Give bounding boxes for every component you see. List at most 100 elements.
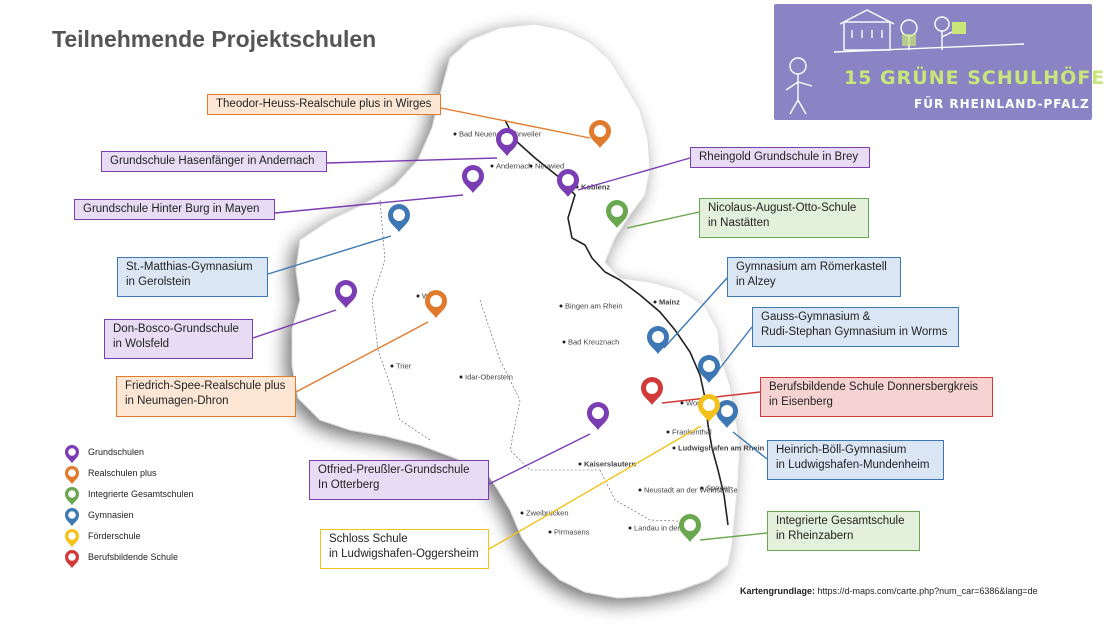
city-label: Worms (686, 399, 710, 408)
school-label-wirges: Theodor-Heuss-Realschule plus in Wirges (207, 94, 441, 115)
page-title: Teilnehmende Projektschulen (52, 26, 377, 52)
school-label-alzey-line2: in Alzey (736, 276, 776, 288)
city-8: Bad Kreuznach (562, 338, 619, 347)
map-pin-wirges-icon[interactable] (589, 120, 611, 148)
school-label-oggersheim: Schloss Schule in Ludwigshafen-Oggershei… (320, 529, 489, 569)
school-label-wirges-line1: Theodor-Heuss-Realschule plus in Wirges (216, 98, 432, 110)
school-label-wolsfeld-line1: Don-Bosco-Grundschule (113, 323, 239, 335)
map-pin-mundenheim-icon[interactable] (716, 400, 738, 428)
city-label: Landau in der Pfalz (634, 524, 699, 533)
school-label-nastaetten-line2: in Nastätten (708, 217, 770, 229)
map-pin-otterberg-icon[interactable] (587, 402, 609, 430)
legend-pin-icon (65, 550, 79, 568)
connector-rheinzabern (699, 532, 768, 541)
city-3: Neuwied (529, 162, 564, 171)
school-label-mundenheim-line1: Heinrich-Böll-Gymnasium (776, 444, 907, 456)
school-label-wolsfeld-line2: in Wolsfeld (113, 338, 170, 350)
school-label-worms: Gauss-Gymnasium & Rudi-Stephan Gymnasium… (752, 307, 959, 347)
city-9: Trier (390, 362, 412, 371)
map-pin-rheinzabern-icon[interactable] (679, 514, 701, 542)
school-label-worms-line1: Gauss-Gymnasium & (761, 311, 871, 323)
school-label-oggersheim-line2: in Ludwigshafen-Oggersheim (329, 548, 479, 560)
school-label-alzey-line1: Gymnasium am Römerkastell (736, 261, 887, 273)
school-label-worms-line2: Rudi-Stephan Gymnasium in Worms (761, 326, 948, 338)
school-label-eisenberg-line1: Berufsbildende Schule Donnersbergkreis (769, 381, 979, 393)
logo-drawing (785, 9, 1025, 115)
city-18: Pirmasens (548, 528, 590, 537)
map-pin-gerolstein-icon[interactable] (388, 204, 410, 232)
map-pin-oggersheim-icon[interactable] (698, 394, 720, 422)
city-label: Trier (396, 362, 412, 371)
legend-label: Gymnasien (88, 510, 134, 520)
school-label-brey-line1: Rheingold Grundschule in Brey (699, 151, 859, 163)
legend-label: Förderschule (88, 531, 141, 541)
map-pin-nastaetten-icon[interactable] (606, 200, 628, 228)
school-label-brey: Rheingold Grundschule in Brey (690, 147, 870, 168)
city-16: Neustadt an der Weinstraße (638, 486, 738, 495)
legend-label: Grundschulen (88, 447, 145, 457)
school-label-gerolstein-line1: St.-Matthias-Gymnasium (126, 261, 253, 273)
school-label-wolsfeld: Don-Bosco-Grundschule in Wolsfeld (104, 319, 253, 359)
state-outline (291, 23, 741, 599)
city-6: Bingen am Rhein (559, 302, 623, 311)
city-2: Andernach (490, 162, 532, 171)
school-label-eisenberg-line2: in Eisenberg (769, 396, 833, 408)
connector-mundenheim (732, 431, 768, 460)
city-12: Frankenthal (666, 428, 712, 437)
project-logo: 15 GRÜNE SCHULHÖFE FÜR RHEINLAND-PFALZ (774, 4, 1104, 120)
legend-label: Berufsbildende Schule (88, 552, 179, 562)
school-label-eisenberg: Berufsbildende Schule Donnersbergkreis i… (760, 377, 993, 417)
city-17: Zweibrücken (520, 509, 569, 518)
connector-oggersheim (488, 425, 702, 550)
city-label: Neustadt an der Weinstraße (644, 486, 738, 495)
school-label-mundenheim: Heinrich-Böll-Gymnasium in Ludwigshafen-… (767, 440, 944, 480)
school-label-neumagen: Friedrich-Spee-Realschule plus in Neumag… (116, 376, 296, 417)
city-label: Andernach (496, 162, 532, 171)
school-label-otterberg-line2: In Otterberg (318, 479, 380, 491)
school-label-alzey: Gymnasium am Römerkastell in Alzey (727, 257, 901, 297)
city-label: Neuwied (535, 162, 564, 171)
city-10: Idar-Oberstein (459, 373, 513, 382)
connector-neumagen (295, 321, 429, 393)
city-label: Bad Kreuznach (568, 338, 619, 347)
city-15: Speyer (700, 484, 730, 493)
city-label: Kaiserslautern (584, 460, 637, 469)
school-label-rheinzabern: Integrierte Gesamtschule in Rheinzabern (767, 511, 920, 551)
city-label: Ludwigshafen am Rhein (678, 444, 765, 453)
city-label: Idar-Oberstein (465, 373, 513, 382)
connector-mayen (274, 194, 464, 214)
connector-andernach (326, 157, 498, 164)
school-label-andernach-line1: Grundschule Hasenfänger in Andernach (110, 155, 315, 167)
school-label-rheinzabern-line1: Integrierte Gesamtschule (776, 515, 905, 527)
map-pin-eisenberg-icon[interactable] (641, 377, 663, 405)
connector-brey (577, 157, 691, 191)
logo-subtitle: FÜR RHEINLAND-PFALZ (914, 97, 1090, 111)
legend-pin-icon (65, 529, 79, 547)
map-pin-worms-icon[interactable] (698, 355, 720, 383)
city-4: Koblenz (575, 183, 610, 192)
school-label-rheinzabern-line2: in Rheinzabern (776, 530, 854, 542)
city-14: Kaiserslautern (578, 460, 637, 469)
school-label-oggersheim-line1: Schloss Schule (329, 533, 408, 545)
connector-layer (252, 107, 768, 550)
school-label-nastaetten-line1: Nicolaus-August-Otto-Schule (708, 202, 857, 214)
legend-pin-icon (65, 445, 79, 463)
connector-nastaetten (626, 211, 700, 229)
map-pin-andernach-icon[interactable] (496, 128, 518, 156)
school-label-nastaetten: Nicolaus-August-Otto-Schule in Nastätten (699, 198, 869, 238)
map-pin-brey-icon[interactable] (557, 169, 579, 197)
legend-label: Realschulen plus (88, 468, 157, 478)
map-pin-neumagen-icon[interactable] (425, 290, 447, 318)
city-label: Koblenz (581, 183, 610, 192)
school-label-neumagen-line2: in Neumagen-Dhron (125, 395, 229, 407)
legend-pin-icon (65, 466, 79, 484)
map-pin-mayen-icon[interactable] (462, 165, 484, 193)
credit-label: Kartengrundlage: (740, 586, 816, 596)
map-pin-alzey-icon[interactable] (647, 326, 669, 354)
city-label: Bingen am Rhein (565, 302, 623, 311)
legend-label: Integrierte Gesamtschulen (88, 489, 194, 499)
school-label-gerolstein: St.-Matthias-Gymnasium in Gerolstein (117, 257, 268, 297)
map-pin-wolsfeld-icon[interactable] (335, 280, 357, 308)
school-label-andernach: Grundschule Hasenfänger in Andernach (101, 151, 327, 172)
school-label-mayen-line1: Grundschule Hinter Burg in Mayen (83, 203, 260, 215)
